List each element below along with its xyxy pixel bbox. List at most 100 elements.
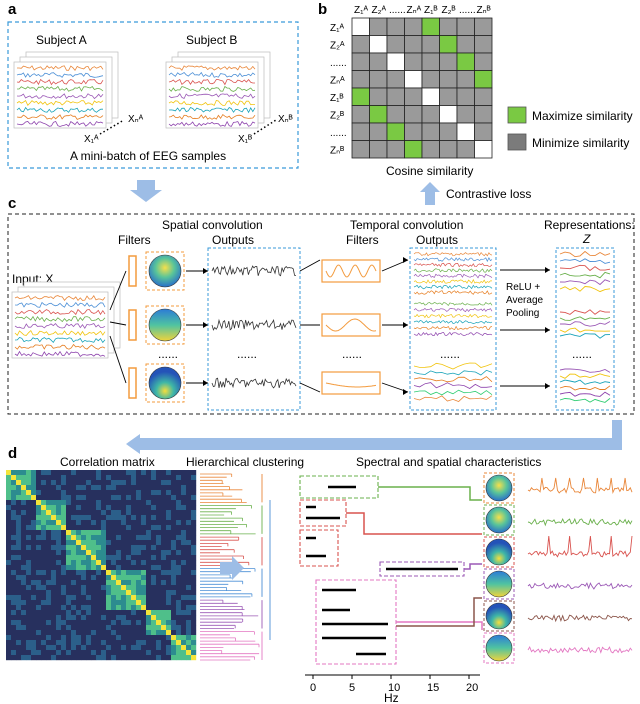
correlation-cell [111,610,117,616]
temporal-filters-label: Filters [346,233,379,247]
correlation-cell [116,650,122,656]
matrix-cell [421,35,440,54]
correlation-cell [111,605,117,611]
correlation-cell [126,580,132,586]
correlation-cell [36,525,42,531]
correlation-cell [111,535,117,541]
correlation-cell [81,590,87,596]
correlation-cell [146,565,152,571]
correlation-cell [191,565,197,571]
correlation-cell [161,470,167,476]
correlation-cell [81,615,87,621]
correlation-cell [26,485,32,491]
correlation-cell [106,605,112,611]
correlation-cell [11,630,17,636]
matrix-cell [351,87,370,106]
representation-signal [559,385,611,391]
correlation-cell [176,535,182,541]
correlation-cell [41,570,47,576]
correlation-cell [171,610,177,616]
correlation-cell [116,630,122,636]
correlation-cell [51,515,57,521]
relu-label-1: ReLU + [506,282,540,293]
correlation-cell [21,565,27,571]
correlation-cell [16,520,22,526]
correlation-cell [91,520,97,526]
correlation-cell [56,595,62,601]
correlation-cell [156,585,162,591]
correlation-cell [41,505,47,511]
correlation-cell [136,540,142,546]
correlation-cell [191,580,197,586]
spatial-filter-2 [128,309,137,341]
correlation-cell [186,475,192,481]
correlation-cell [26,520,32,526]
correlation-cell [161,540,167,546]
correlation-cell [26,555,32,561]
correlation-cell [96,500,102,506]
correlation-cell [31,520,37,526]
correlation-cell [106,505,112,511]
correlation-cell [166,560,172,566]
correlation-cell [26,610,32,616]
correlation-cell [141,535,147,541]
correlation-cell [161,600,167,606]
correlation-cell [146,540,152,546]
correlation-cell [116,620,122,626]
topo-map-1 [148,254,182,288]
correlation-cell [141,490,147,496]
correlation-cell [136,635,142,641]
spatial-conv-title: Spatial convolution [162,218,263,232]
input-channel [14,329,106,336]
correlation-matrix-title: Correlation matrix [60,455,155,469]
correlation-cell [61,590,67,596]
correlation-cell [31,650,37,656]
correlation-cell [111,490,117,496]
correlation-cell [126,570,132,576]
topo-cluster-map [485,538,513,566]
correlation-cell [51,570,57,576]
correlation-cell [86,495,92,501]
correlation-cell [56,545,62,551]
correlation-cell [116,640,122,646]
correlation-cell [171,515,177,521]
matrix-cell [351,105,370,124]
correlation-cell [91,655,97,661]
correlation-cell [131,585,137,591]
correlation-cell [71,580,77,586]
correlation-cell [141,510,147,516]
correlation-cell [121,635,127,641]
correlation-cell [31,610,37,616]
temporal-output-signal [413,362,493,370]
correlation-cell [181,505,187,511]
correlation-cell [36,520,42,526]
subject-a-channel [16,100,104,106]
correlation-cell [171,590,177,596]
subject-b-channel [168,106,256,114]
correlation-cell [36,655,42,661]
correlation-cell [161,530,167,536]
correlation-cell [86,535,92,541]
correlation-cell [26,565,32,571]
correlation-cell [171,570,177,576]
correlation-cell [131,540,137,546]
correlation-cell [101,480,107,486]
matrix-row-label: Z₂ᴮ [330,111,344,122]
correlation-cell [186,470,192,476]
correlation-cell [76,520,82,526]
correlation-cell [101,520,107,526]
correlation-cell [61,485,67,491]
matrix-cell [386,140,405,159]
correlation-cell [66,575,72,581]
correlation-cell [96,495,102,501]
temporal-output-signal [413,284,493,290]
correlation-cell [6,625,12,631]
correlation-cell [191,540,197,546]
hz-tick-label: 20 [466,682,478,694]
correlation-cell [166,545,172,551]
correlation-cell [151,540,157,546]
correlation-cell [71,555,77,561]
correlation-cell [21,590,27,596]
subject-a-channel [16,78,104,86]
correlation-cell [11,490,17,496]
